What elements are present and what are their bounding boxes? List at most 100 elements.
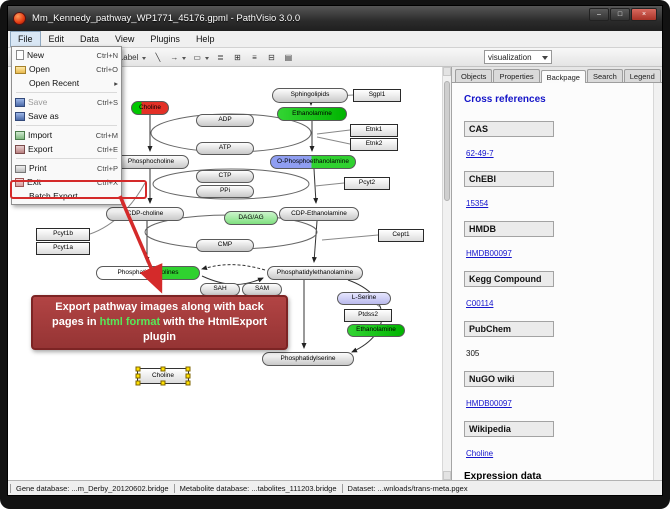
pathway-node-dag[interactable]: DAG/AG <box>224 211 278 225</box>
reference-link[interactable]: 62-49-7 <box>466 149 494 158</box>
scroll-down-button[interactable] <box>443 471 451 480</box>
stack-icon[interactable]: ⊟ <box>268 52 275 62</box>
file-menu-item-batch-export[interactable]: Batch Export <box>12 189 121 203</box>
pathway-node-etnk1[interactable]: Etnk1 <box>350 124 398 137</box>
group-icon[interactable]: ▤ <box>284 52 293 62</box>
pathway-node-choline[interactable]: Choline <box>131 101 169 115</box>
line-tool-icon[interactable]: ╲ <box>155 52 161 62</box>
file-menu-item-label: Open Recent <box>29 78 80 88</box>
pathway-node-sgpl1[interactable]: Sgpl1 <box>353 89 401 102</box>
align-center-icon[interactable]: ⊞ <box>234 52 241 62</box>
pathway-node-ppi[interactable]: PPi <box>196 185 254 198</box>
pathway-node-ethanolamine[interactable]: Ethanolamine <box>277 107 347 121</box>
save-icon <box>15 97 25 107</box>
pathway-node-etnk2[interactable]: Etnk2 <box>350 138 398 151</box>
pathway-node-choline-selected[interactable]: Choline <box>135 366 191 386</box>
reference-link[interactable]: HMDB00097 <box>466 399 512 408</box>
scrollbar-thumb[interactable] <box>444 81 450 201</box>
reference-db-name: CAS <box>464 121 554 137</box>
pathway-node-pcyt1a[interactable]: Pcyt1a <box>36 242 90 255</box>
pathway-node-sam[interactable]: SAM <box>242 283 282 296</box>
file-menu-item-new[interactable]: New Ctrl+N <box>12 48 121 62</box>
menu-help[interactable]: Help <box>195 34 215 44</box>
canvas-vertical-scrollbar[interactable] <box>442 67 451 480</box>
window-minimize-button[interactable]: – <box>589 8 609 21</box>
menu-data[interactable]: Data <box>80 34 100 44</box>
selection-handle[interactable] <box>135 380 141 386</box>
application-window: Mm_Kennedy_pathway_WP1771_45176.gpml - P… <box>7 5 663 496</box>
reference-value: 305 <box>466 349 480 358</box>
connector-tool-icon[interactable]: → <box>167 50 188 65</box>
pathway-node-cept1[interactable]: Cept1 <box>378 229 424 242</box>
pathway-node-sphingolipids[interactable]: Sphingolipids <box>272 88 348 103</box>
pathway-node-ethanolamine-2[interactable]: Ethanolamine <box>347 324 405 337</box>
pathway-node-l-serine[interactable]: L-Serine <box>337 292 391 305</box>
window-title: Mm_Kennedy_pathway_WP1771_45176.gpml - P… <box>32 13 301 24</box>
menu-plugins[interactable]: Plugins <box>150 34 180 44</box>
file-menu-item-open-recent[interactable]: Open Recent▸ <box>12 76 121 90</box>
menu-file[interactable]: File <box>10 31 41 47</box>
tab-properties[interactable]: Properties <box>493 69 540 82</box>
pathway-node-ptdss2[interactable]: Ptdss2 <box>344 309 392 322</box>
window-close-button[interactable]: × <box>631 8 657 21</box>
file-menu-item-save-as[interactable]: Save as <box>12 109 121 123</box>
pathway-node-ctp[interactable]: CTP <box>196 170 254 183</box>
tab-objects[interactable]: Objects <box>455 69 493 82</box>
annotation-callout: Export pathway images along with back pa… <box>31 295 288 350</box>
pathway-node-pcyt1b[interactable]: Pcyt1b <box>36 228 90 241</box>
selection-handle[interactable] <box>160 380 166 386</box>
shape-tool-icon[interactable]: ▭ <box>190 50 211 65</box>
print-icon <box>15 164 26 173</box>
status-bar: Gene database: ...m_Derby_20120602.bridg… <box>8 480 662 495</box>
selection-handle[interactable] <box>160 366 166 372</box>
pathway-node-atp[interactable]: ATP <box>196 142 254 155</box>
menu-edit[interactable]: Edit <box>48 34 65 44</box>
align-left-icon[interactable]: ≣ <box>217 52 224 62</box>
pathway-node-cdp-choline[interactable]: CDP-choline <box>106 207 184 221</box>
visualization-combobox[interactable]: visualization <box>484 50 552 64</box>
label-tool[interactable]: Label <box>116 50 149 65</box>
pathway-node-phosphatidylserine[interactable]: Phosphatidylserine <box>262 352 354 366</box>
pathway-node-cdp-ethanolamine[interactable]: CDP-Ethanolamine <box>279 207 359 221</box>
distribute-icon[interactable]: ≡ <box>252 52 257 62</box>
menu-shortcut: Ctrl+N <box>96 50 118 60</box>
pathway-node-phosphatidylcholines[interactable]: Phosphatidylcholines <box>96 266 200 280</box>
pathway-node-phosphocholine[interactable]: Phosphocholine <box>113 155 189 169</box>
tab-search[interactable]: Search <box>586 69 623 82</box>
status-segment: Dataset: ...wnloads/trans-meta.pgex <box>341 483 473 493</box>
title-bar[interactable]: Mm_Kennedy_pathway_WP1771_45176.gpml - P… <box>8 6 662 31</box>
window-maximize-button[interactable]: □ <box>610 8 630 21</box>
reference-section-cas: CAS 62-49-7 <box>464 121 662 163</box>
selection-handle[interactable] <box>185 373 191 379</box>
reference-link[interactable]: 15354 <box>466 199 489 208</box>
pathvisio-app-icon <box>13 12 26 25</box>
selection-handle[interactable] <box>185 366 191 372</box>
reference-link[interactable]: C00114 <box>466 299 494 308</box>
reference-link[interactable]: Choline <box>466 449 494 458</box>
export-icon <box>15 144 25 154</box>
sidebar-scrollbar[interactable] <box>653 83 662 480</box>
scroll-up-button[interactable] <box>443 67 451 76</box>
tab-legend[interactable]: Legend <box>623 69 661 82</box>
pathway-node-pcyt2[interactable]: Pcyt2 <box>344 177 390 190</box>
selection-handle[interactable] <box>185 380 191 386</box>
tab-backpage[interactable]: Backpage <box>540 70 586 83</box>
reference-link[interactable]: HMDB00097 <box>466 249 512 258</box>
pathway-node-phosphatidylethanolamine[interactable]: Phosphatidylethanolamine <box>267 266 363 280</box>
selection-handle[interactable] <box>135 373 141 379</box>
pathway-node-o-phosphoethanolamine[interactable]: O-Phosphoethanolamine <box>270 155 356 169</box>
pathway-node-adp[interactable]: ADP <box>196 114 254 127</box>
file-menu-item-label: New <box>27 50 45 60</box>
menu-view[interactable]: View <box>115 34 135 44</box>
pathway-node-cmp[interactable]: CMP <box>196 239 254 252</box>
selection-handle[interactable] <box>135 366 141 372</box>
